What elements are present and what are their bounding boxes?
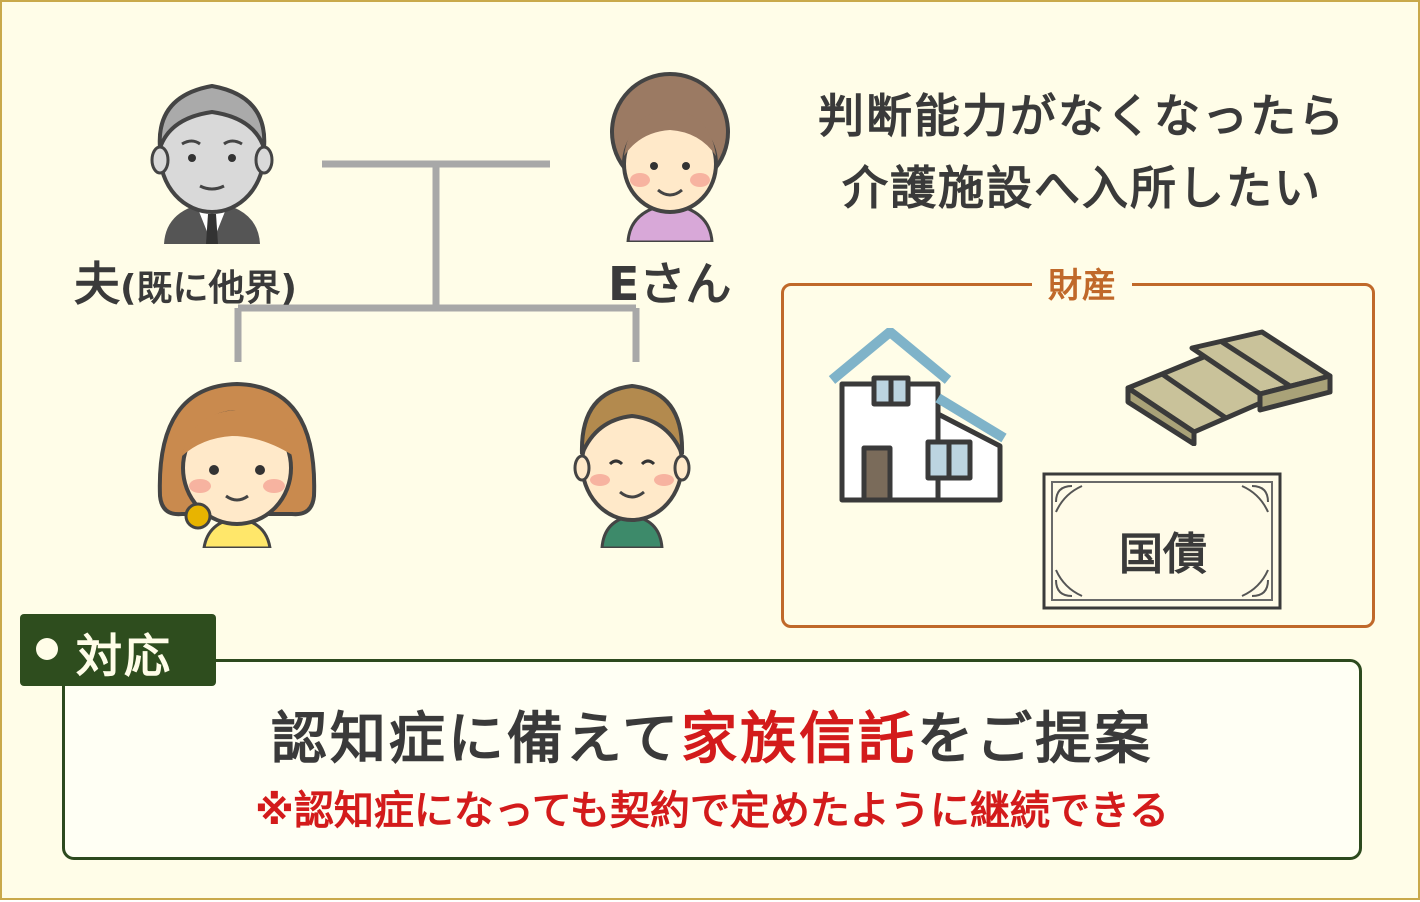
- wish-line-1: 判断能力がなくなったら: [818, 89, 1346, 143]
- bond-certificate-icon: [1042, 472, 1282, 610]
- response-tag-dot-icon: [36, 638, 58, 660]
- money-stack-icon: [1125, 329, 1333, 446]
- mother-label: Eさん: [608, 257, 732, 311]
- husband-label-row: 夫(既に他界): [74, 248, 297, 314]
- response-note: ※認知症になっても契約で定めたように継続できる: [254, 788, 1170, 834]
- daughter-illustration: [157, 381, 317, 548]
- wish-line-2: 介護施設へ入所したい: [842, 161, 1322, 215]
- husband-illustration: [150, 83, 274, 244]
- husband-note: (既に他界): [120, 268, 297, 309]
- house-icon: [828, 328, 1007, 503]
- son-illustration: [573, 383, 691, 548]
- response-main-prefix: 認知症に備えて: [270, 707, 682, 772]
- response-main-highlight: 家族信託: [681, 707, 918, 772]
- assets-title: 財産: [1032, 258, 1132, 307]
- wish-text: 判断能力がなくなったら 介護施設へ入所したい: [782, 80, 1382, 224]
- response-main-suffix: をご提案: [917, 707, 1154, 772]
- response-box: [62, 659, 1362, 860]
- response-main-text: 認知症に備えて家族信託をご提案: [62, 694, 1362, 775]
- bond-label: 国債: [1119, 529, 1207, 580]
- husband-label: 夫: [74, 257, 120, 311]
- mother-illustration: [610, 72, 730, 242]
- response-tag-label: 対応: [76, 629, 172, 683]
